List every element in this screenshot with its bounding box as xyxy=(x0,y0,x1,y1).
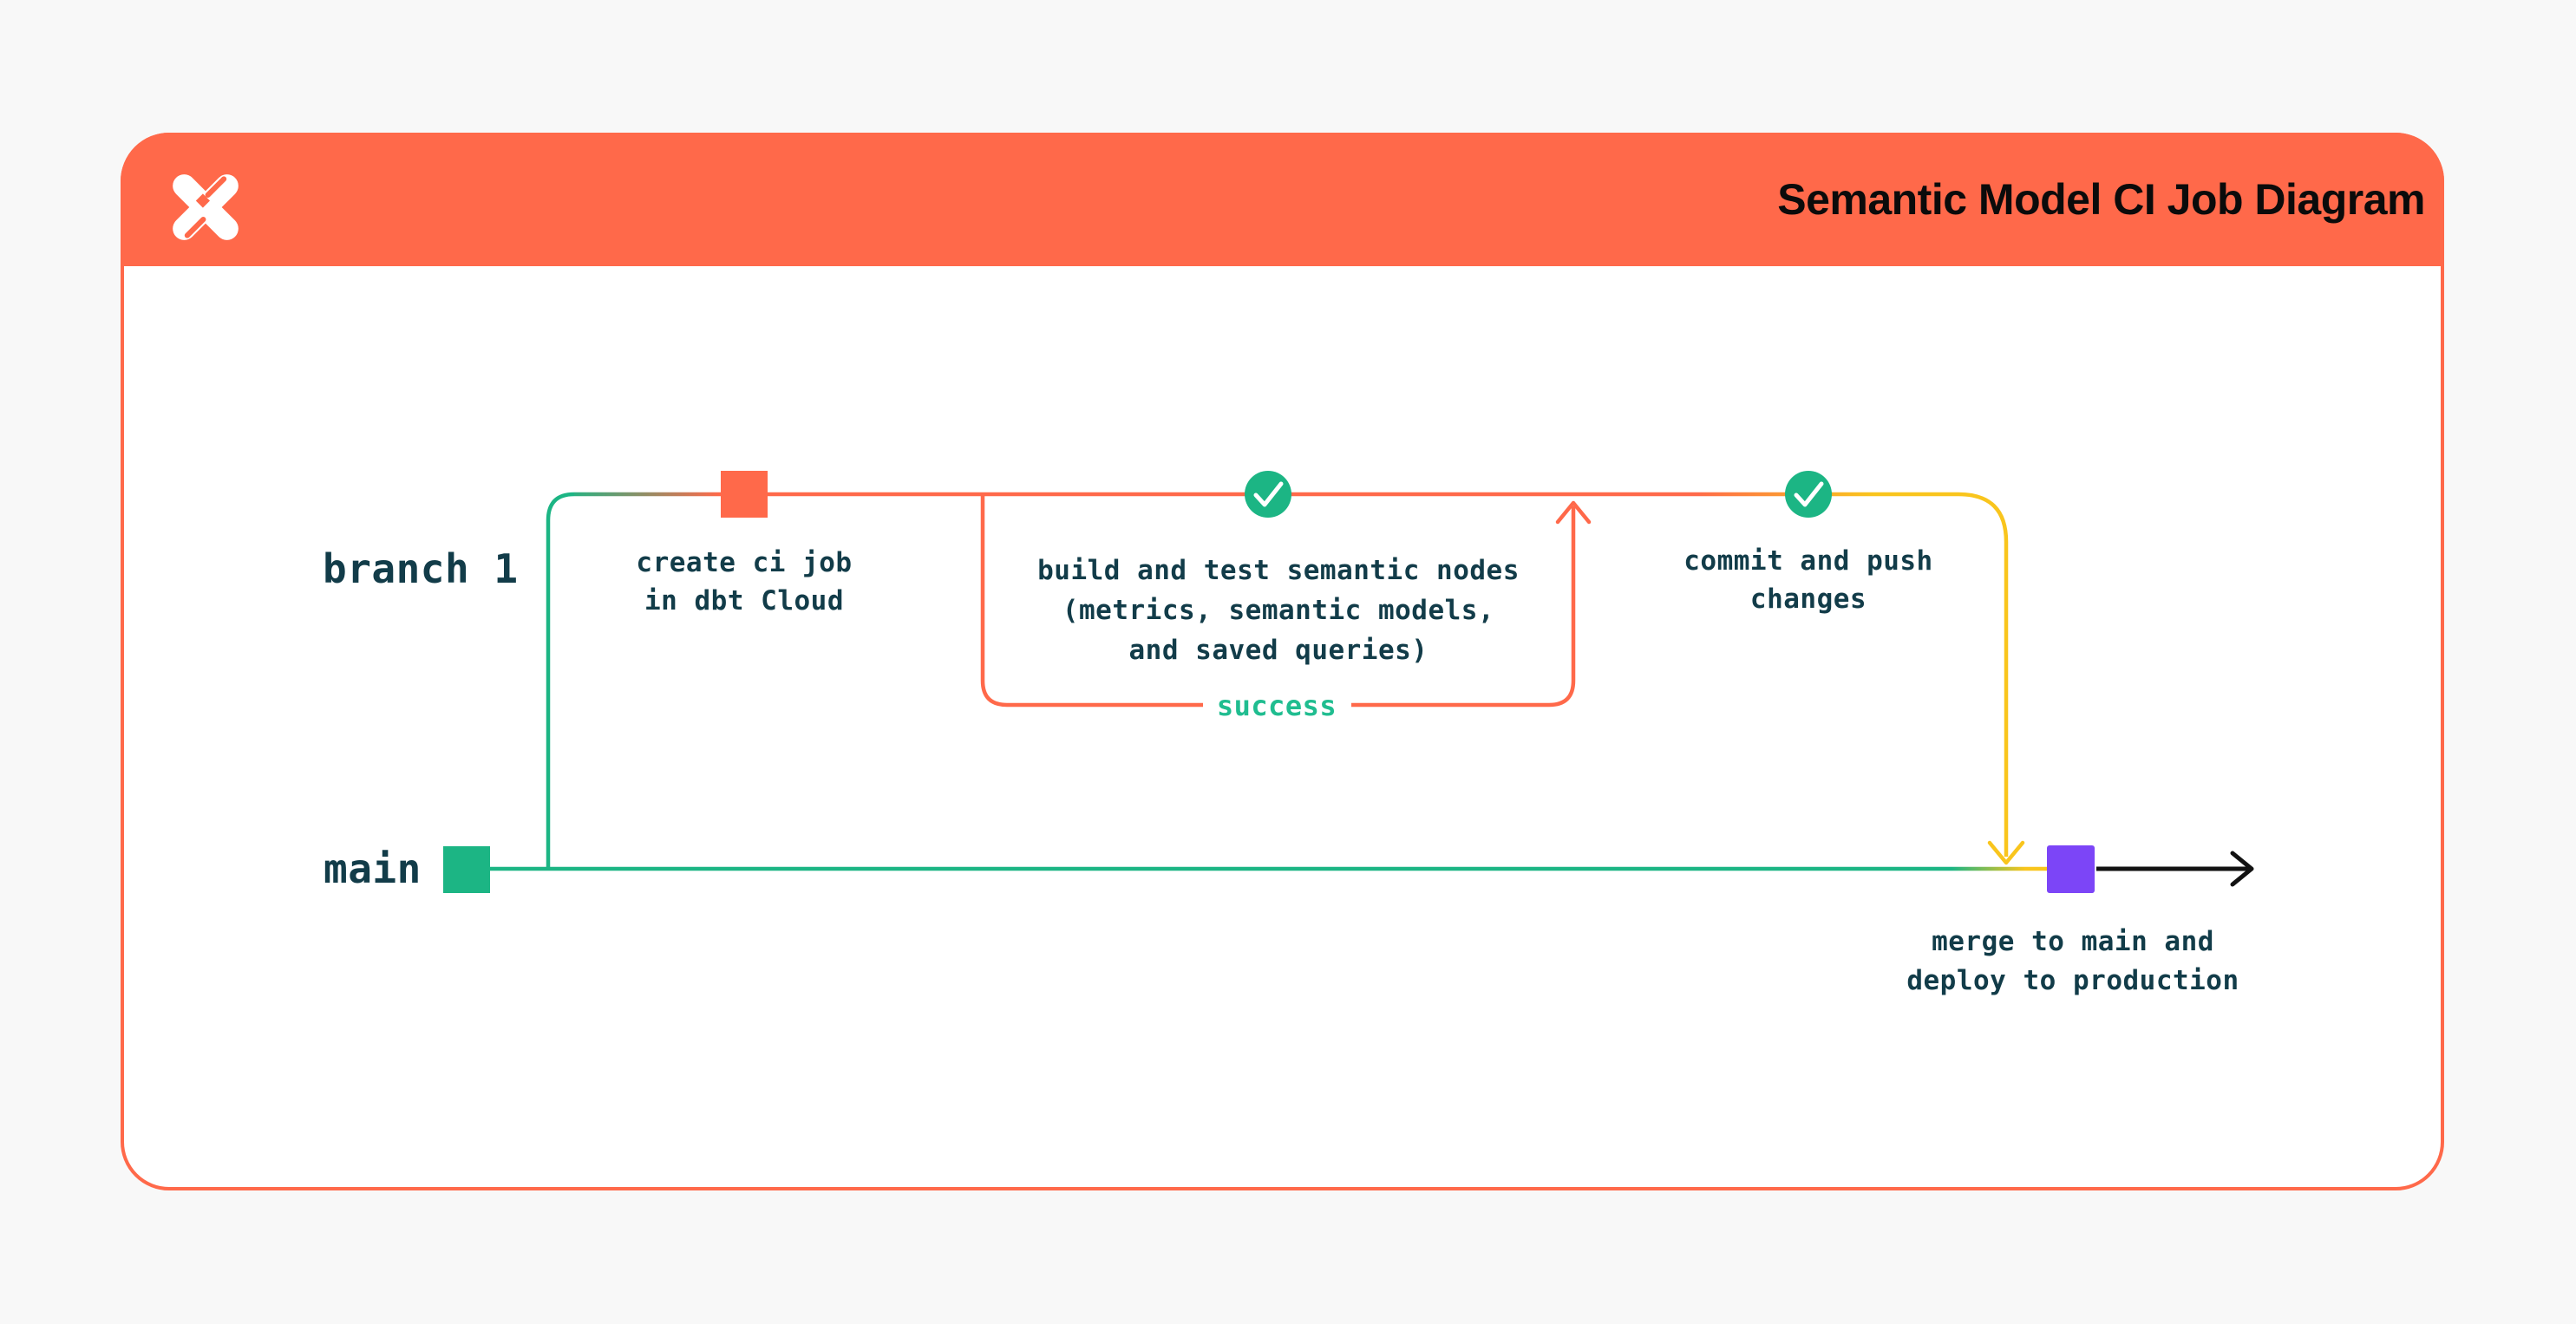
success-loop-right-line xyxy=(1351,506,1576,708)
build-test-check-circle xyxy=(1245,471,1291,518)
card-header: Semantic Model CI Job Diagram xyxy=(121,133,2444,266)
success-loop-arrowhead-icon xyxy=(1555,500,1592,525)
create-ci-label-line2: in dbt Cloud xyxy=(644,585,844,616)
merge-commit-marker xyxy=(2047,845,2095,893)
logo-notch-bottom xyxy=(184,216,206,238)
check-icon xyxy=(1794,481,1824,507)
main-label: main xyxy=(324,845,422,892)
success-label: success xyxy=(1217,689,1337,722)
page-title: Semantic Model CI Job Diagram xyxy=(1777,175,2425,224)
build-test-label-line1: build and test semantic nodes xyxy=(1037,555,1520,586)
branch1-merge-line xyxy=(1700,492,2009,857)
main-commit-marker xyxy=(443,846,490,893)
create-ci-commit-marker xyxy=(721,471,768,518)
commit-push-label-line2: changes xyxy=(1750,584,1867,615)
dbt-logo-icon xyxy=(173,174,239,240)
diagram-card xyxy=(121,133,2444,1190)
production-arrowhead-icon xyxy=(2230,851,2254,887)
logo-notch-top xyxy=(205,176,227,199)
build-test-label-line2: (metrics, semantic models, xyxy=(1062,595,1494,626)
merge-deploy-label-line1: merge to main and xyxy=(1932,926,2214,957)
check-icon xyxy=(1253,481,1284,507)
branch1-fork-line xyxy=(546,492,575,869)
merge-arrowhead-icon xyxy=(1987,840,2025,865)
success-loop-left-line xyxy=(980,496,1203,708)
commit-push-check-circle xyxy=(1785,471,1832,518)
commit-push-label-line1: commit and push xyxy=(1684,545,1932,577)
branch1-label: branch 1 xyxy=(323,545,519,592)
build-test-label-line3: and saved queries) xyxy=(1129,635,1429,666)
create-ci-label-line1: create ci job xyxy=(636,547,852,578)
merge-deploy-label-line2: deploy to production xyxy=(1906,965,2239,996)
